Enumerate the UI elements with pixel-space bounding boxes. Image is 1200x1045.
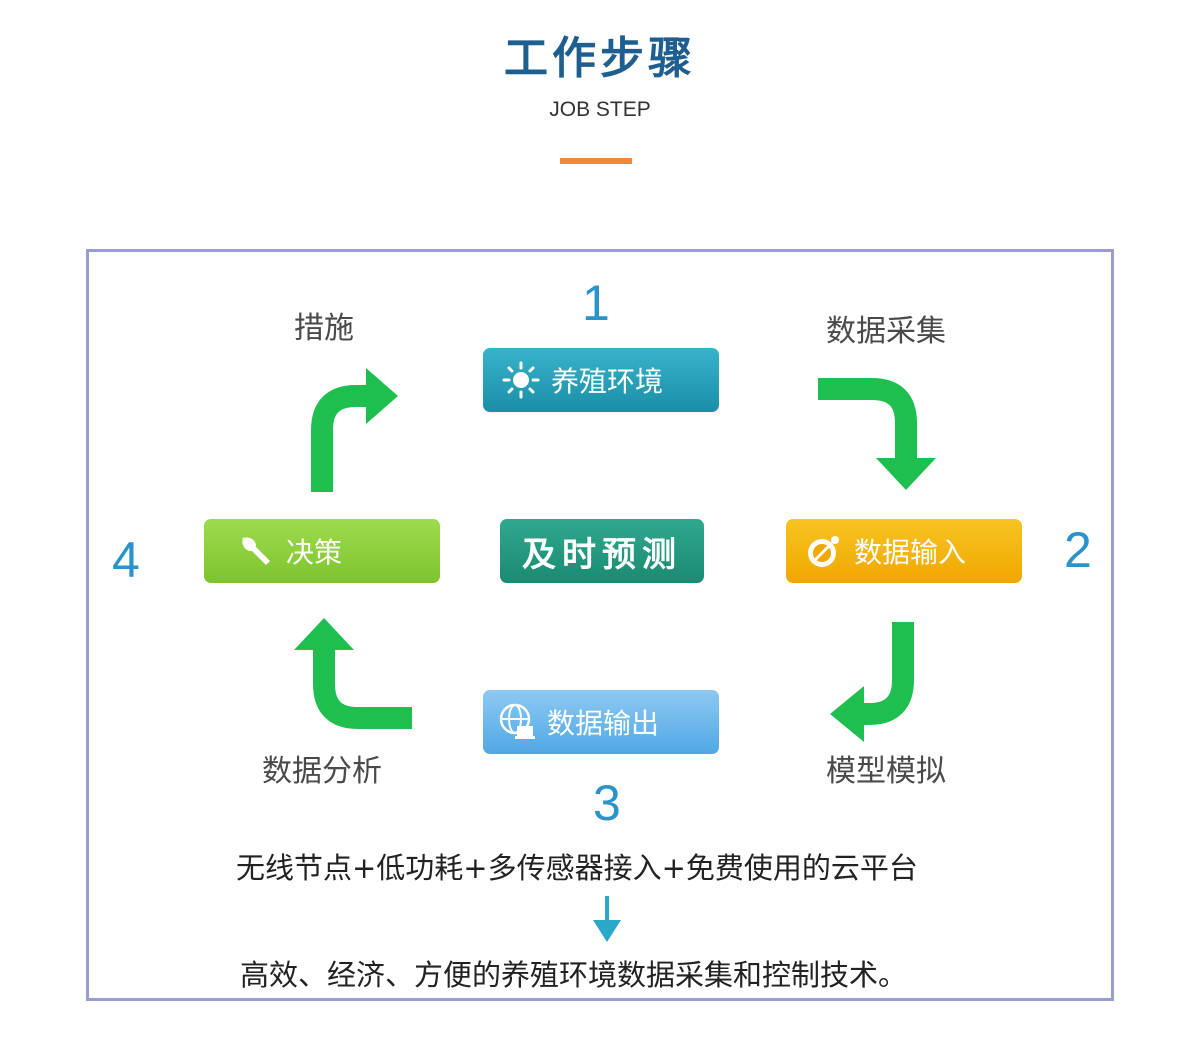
step-number-2: 2	[1064, 522, 1092, 578]
box-data-output: 数据输出	[483, 690, 719, 754]
label-measures: 措施	[294, 311, 354, 346]
box-breeding-environment-label: 养殖环境	[551, 365, 664, 398]
step-number-3: 3	[593, 775, 621, 831]
page-title: 工作步骤	[504, 33, 696, 84]
summary-line-1: 无线节点+低功耗+多传感器接入+免费使用的云平台	[236, 851, 918, 885]
arrow-model-head	[830, 686, 864, 742]
step-number-1: 1	[582, 275, 610, 331]
box-data-input-label: 数据输入	[854, 536, 967, 569]
arrow-measure-head	[366, 368, 398, 424]
arrow-summary	[593, 896, 621, 942]
wrench-icon	[242, 537, 270, 565]
arrow-measure	[311, 385, 368, 492]
arrow-model	[862, 622, 914, 725]
box-timely-forecast: 及时预测	[500, 519, 704, 583]
box-decision-label: 决策	[286, 536, 343, 569]
step-number-4: 4	[112, 532, 140, 588]
box-data-output-label: 数据输出	[547, 707, 660, 740]
label-data-analysis: 数据分析	[262, 754, 382, 789]
page-subtitle: JOB STEP	[549, 98, 651, 121]
title-accent-bar	[560, 158, 632, 164]
arrow-collect	[818, 378, 917, 462]
arrow-collect-head	[876, 458, 936, 490]
globe-laptop-icon	[499, 703, 535, 739]
summary-line-2: 高效、经济、方便的养殖环境数据采集和控制技术。	[240, 958, 908, 992]
box-data-input: 数据输入	[786, 519, 1022, 583]
diagram-frame	[86, 249, 1114, 1001]
label-model-simulation: 模型模拟	[826, 754, 946, 789]
sun-icon	[502, 361, 540, 399]
arrow-analyze	[313, 648, 412, 729]
box-breeding-environment: 养殖环境	[483, 348, 719, 412]
arrow-analyze-head	[294, 618, 354, 650]
box-decision: 决策	[204, 519, 440, 583]
label-data-collection: 数据采集	[826, 314, 946, 349]
satellite-dish-icon	[808, 536, 839, 567]
